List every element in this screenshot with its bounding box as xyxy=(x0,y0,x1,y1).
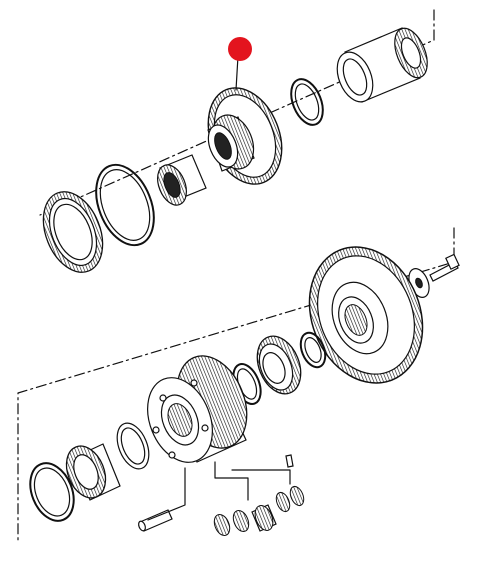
snap-ring-upper-large xyxy=(95,163,155,247)
snap-ring-upper-small xyxy=(290,78,324,126)
planet-carrier xyxy=(147,355,248,463)
planet-pin xyxy=(138,509,173,532)
thrust-ring xyxy=(299,331,327,369)
hub-gear xyxy=(207,87,283,185)
planet-gear-set xyxy=(147,461,305,537)
bolt xyxy=(429,253,460,282)
sun-gear xyxy=(65,443,121,501)
assembly-boundary-lines xyxy=(17,9,455,541)
bearing-gear xyxy=(256,335,302,395)
highlight-dot xyxy=(228,37,252,61)
needle-bearing-upper xyxy=(157,154,207,206)
large-gear xyxy=(308,246,424,384)
planet-pin-small xyxy=(285,454,294,468)
sleeve xyxy=(336,27,428,103)
callout-leader xyxy=(235,55,239,91)
clutch-disc xyxy=(42,191,104,273)
snap-ring-lower xyxy=(29,462,75,522)
thrust-washer xyxy=(116,422,150,470)
